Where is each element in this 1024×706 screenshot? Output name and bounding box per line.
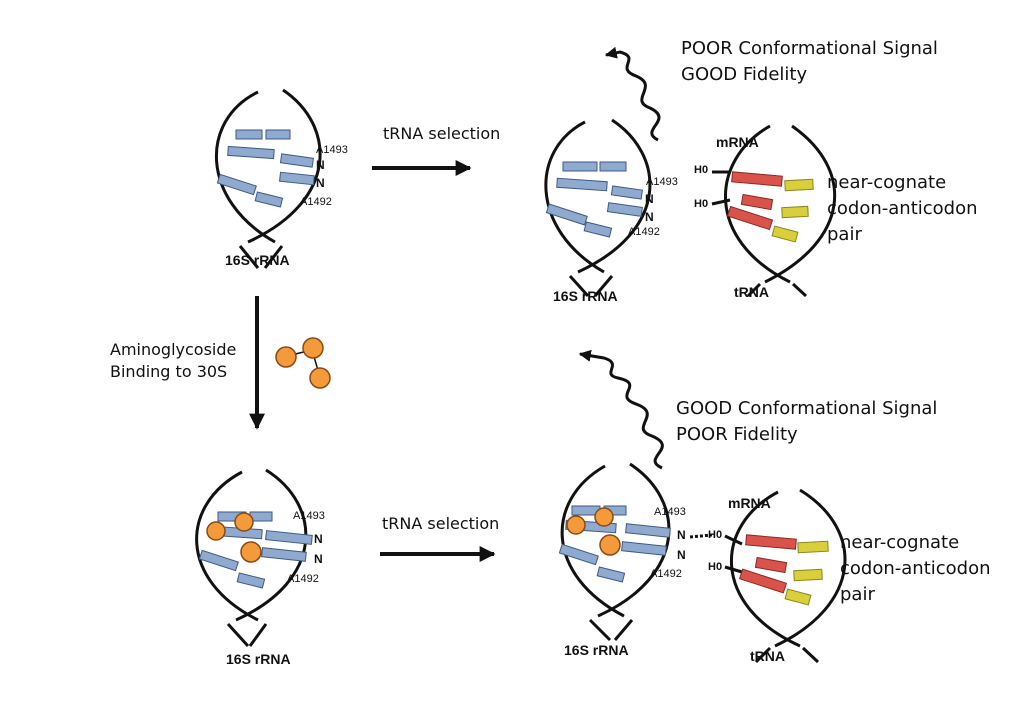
- bases-bottom-right: [558, 505, 671, 583]
- rrna-helix-top-left: [215, 88, 322, 269]
- label-n1-top-left: N: [316, 158, 325, 172]
- label-n2-bottom-right: N: [677, 548, 686, 562]
- codon-pair-bottom-right: [738, 534, 829, 606]
- label-a1493-top-right: A1493: [646, 176, 678, 188]
- label-mrna-top-right: mRNA: [716, 134, 759, 150]
- label-ho2-top-right: H0: [694, 198, 709, 210]
- h-bond-dashes: [689, 533, 713, 539]
- label-trna-selection-bottom: tRNA selection: [382, 514, 500, 533]
- label-n2-bottom-left: N: [314, 552, 323, 566]
- label-a1492-bottom-right: A1492: [650, 568, 682, 580]
- label-16s-rrna-top-left: 16S rRNA: [225, 252, 290, 268]
- wavy-signal-arrow-top: [604, 46, 661, 142]
- codon-pair-top-right: [726, 171, 814, 243]
- label-16s-rrna-bottom-right: 16S rRNA: [564, 642, 629, 658]
- label-16s-rrna-bottom-left: 16S rRNA: [226, 651, 291, 667]
- label-a1493-top-left: A1493: [316, 144, 348, 156]
- label-n2-top-left: N: [316, 176, 325, 190]
- label-pair-top: pair: [827, 224, 862, 245]
- label-poor-fidelity: POOR Fidelity: [676, 424, 798, 445]
- trna-helix-bottom-right: [724, 488, 847, 664]
- label-near-cognate-top: near-cognate: [827, 172, 947, 193]
- label-good-fidelity: GOOD Fidelity: [681, 64, 808, 85]
- label-n1-bottom-left: N: [314, 532, 323, 546]
- trna-helix-top-right: [711, 124, 837, 298]
- label-trna-top-right: tRNA: [734, 284, 769, 300]
- label-ho2-bottom-right: H0: [708, 561, 723, 573]
- rrna-helix-bottom-right: [560, 462, 671, 642]
- bases-top-right: [545, 161, 643, 238]
- aminoglycoside-in-site-bottom-right: [566, 507, 621, 556]
- label-binding-to-30s: Binding to 30S: [110, 362, 228, 381]
- label-a1492-top-right: A1492: [628, 226, 660, 238]
- label-n1-top-right: N: [645, 192, 654, 206]
- label-pair-bottom: pair: [840, 584, 875, 605]
- label-n2-top-right: N: [645, 210, 654, 224]
- label-near-cognate-bottom: near-cognate: [840, 532, 960, 553]
- bases-top-left: [216, 129, 315, 208]
- label-16s-rrna-top-right: 16S rRNA: [553, 288, 618, 304]
- label-a1493-bottom-left: A1493: [293, 510, 325, 522]
- rrna-helix-top-right: [544, 118, 652, 298]
- label-ho1-bottom-right: H0: [708, 529, 723, 541]
- label-mrna-bottom-right: mRNA: [728, 495, 771, 511]
- label-trna-bottom-right: tRNA: [750, 648, 785, 664]
- label-codon-anticodon-bottom: codon-anticodon: [840, 558, 991, 579]
- label-a1493-bottom-right: A1493: [654, 506, 686, 518]
- wavy-signal-arrow-bottom: [578, 349, 664, 470]
- label-a1492-top-left: A1492: [300, 196, 332, 208]
- label-n1-bottom-right: N: [677, 528, 686, 542]
- label-a1492-bottom-left: A1492: [287, 573, 319, 585]
- label-aminoglycoside: Aminoglycoside: [110, 340, 237, 359]
- aminoglycoside-molecule-icon: [275, 337, 331, 389]
- label-good-conformational-signal: GOOD Conformational Signal: [676, 398, 938, 419]
- label-ho1-top-right: H0: [694, 164, 709, 176]
- label-poor-conformational-signal: POOR Conformational Signal: [681, 38, 938, 59]
- label-trna-selection-top: tRNA selection: [383, 124, 501, 143]
- aminoglycoside-in-site-bottom-left: [206, 512, 262, 563]
- label-codon-anticodon-top: codon-anticodon: [827, 198, 978, 219]
